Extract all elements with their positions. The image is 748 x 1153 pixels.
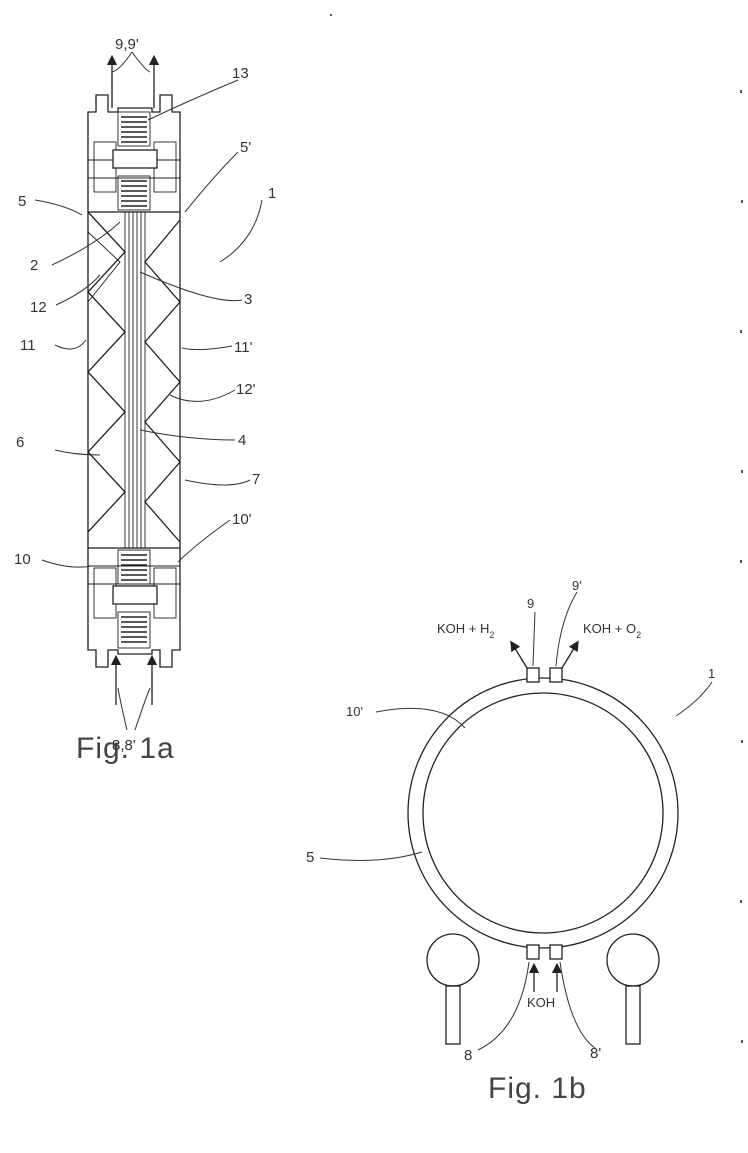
- right-zigzag-electrode: [145, 220, 180, 542]
- label-koh-inlet: KOH: [527, 995, 555, 1010]
- label-12p: 12': [236, 381, 256, 398]
- caption-fig-1b: Fig. 1b: [488, 1072, 587, 1105]
- bottom-flange-bar: [113, 586, 157, 604]
- label-10p: 10': [232, 511, 252, 528]
- h2-outlet-arrow: [513, 645, 527, 668]
- inlet-tube-8: [527, 945, 539, 959]
- label-3: 3: [244, 291, 252, 308]
- inner-disc: [423, 693, 663, 933]
- label-koh-h2: KOH + H2: [437, 621, 494, 640]
- outlet-tube-9p: [550, 668, 562, 682]
- label-6: 6: [16, 434, 24, 451]
- outlet-tube-9: [527, 668, 539, 682]
- left-zigzag-electrode: [88, 212, 125, 532]
- label-1: 1: [268, 185, 276, 202]
- right-leg-post: [626, 986, 640, 1044]
- label-5-disc: 5: [306, 849, 314, 866]
- right-leg-ball: [607, 934, 659, 986]
- label-11: 11: [20, 337, 36, 354]
- margin-specks: [330, 14, 743, 1043]
- label-11p: 11': [234, 339, 253, 356]
- inlet-tube-8p: [550, 945, 562, 959]
- label-5-left: 5: [18, 193, 26, 210]
- label-5-right: 5': [240, 139, 251, 156]
- left-leg-post: [446, 986, 460, 1044]
- label-9: 9: [527, 596, 534, 611]
- label-8: 8: [464, 1047, 472, 1064]
- left-leg-ball: [427, 934, 479, 986]
- label-9p: 9': [572, 578, 582, 593]
- figure-1b: 9 9' KOH + H2 KOH + O2 1 10' 5 KOH 8 8' …: [306, 578, 715, 1105]
- label-12: 12: [30, 299, 47, 316]
- o2-outlet-arrow: [562, 645, 576, 668]
- outer-ring: [408, 678, 678, 948]
- label-1b: 1: [708, 666, 715, 681]
- label-10: 10: [14, 551, 31, 568]
- caption-fig-1a: Fig. 1a: [76, 732, 175, 765]
- top-flange-bar: [113, 150, 157, 168]
- label-7: 7: [252, 471, 260, 488]
- label-4: 4: [238, 432, 246, 449]
- main-body-outline: [88, 212, 180, 548]
- central-membrane: [125, 212, 145, 548]
- label-10p-ring: 10': [346, 704, 363, 719]
- label-8p: 8': [590, 1045, 601, 1062]
- label-2: 2: [30, 257, 38, 274]
- label-koh-o2: KOH + O2: [583, 621, 641, 640]
- label-13: 13: [232, 65, 249, 82]
- label-ports-9: 9,9': [115, 36, 139, 53]
- figure-1a: 9,9' 13 5 5' 1 2 3 12 11 11' 12' 6 4 7 1…: [14, 36, 276, 765]
